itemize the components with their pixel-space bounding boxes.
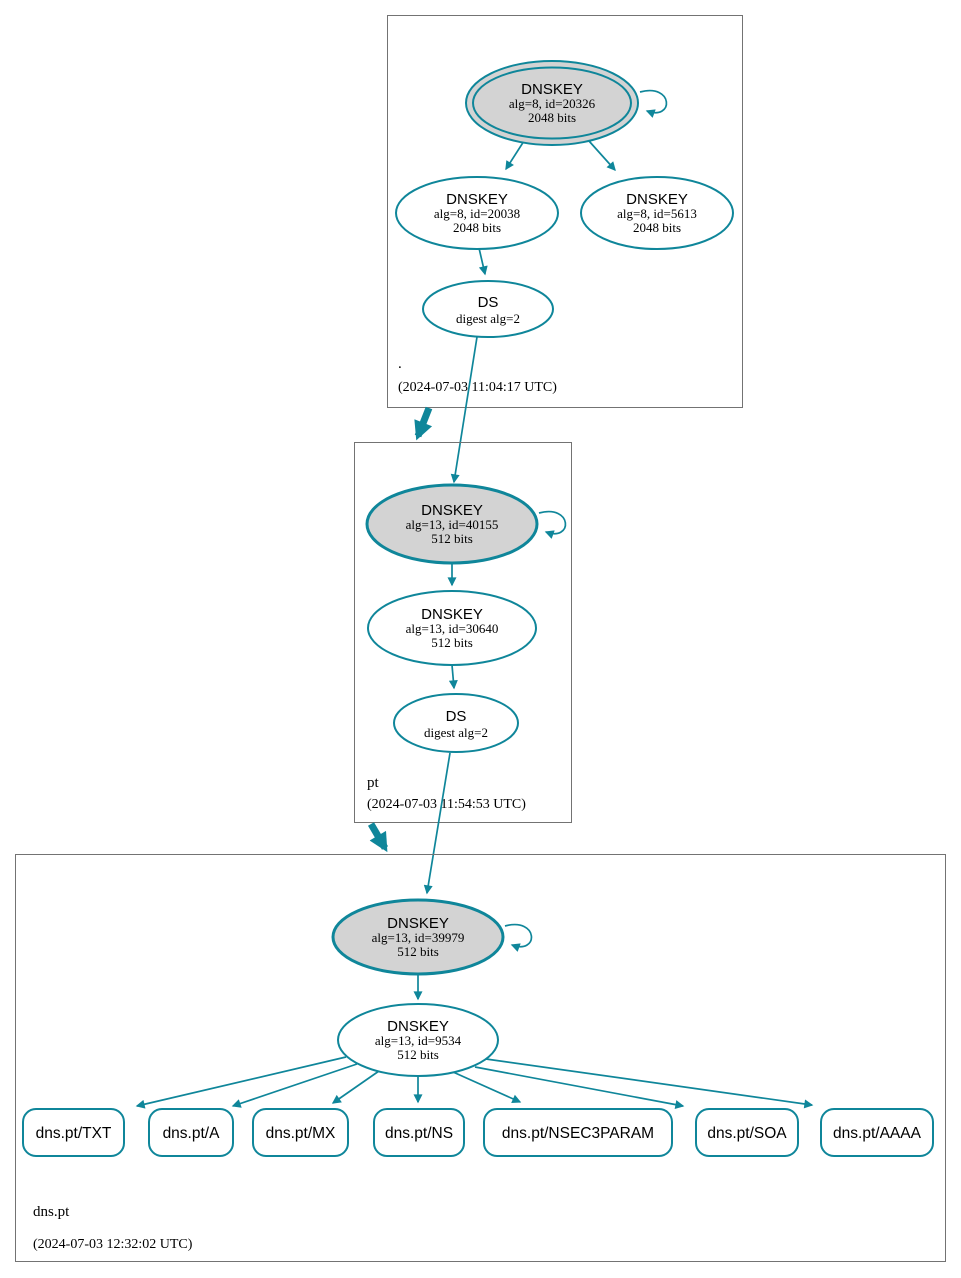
rrset-dnspt-a-box[interactable] — [148, 1108, 234, 1157]
zone-dnspt-label: dns.pt — [33, 1204, 70, 1220]
node-dnspt-ksk-type: DNSKEY — [387, 915, 449, 932]
zone-root-label: . — [398, 356, 402, 372]
edge-root-ds-to-pt-ksk — [450, 336, 478, 484]
node-root-ksk-alg: alg=8, id=20326 — [509, 96, 596, 111]
rrset-dnspt-soa-box[interactable] — [695, 1108, 799, 1157]
rrset-dnspt-a-label: dns.pt/A — [163, 1125, 221, 1142]
node-dnspt-zsk-alg: alg=13, id=9534 — [375, 1033, 462, 1048]
node-dnspt-zsk-bits: 512 bits — [397, 1047, 439, 1062]
node-root-ds-ellipse[interactable] — [422, 280, 554, 338]
edge-pt-ksk-selfloop — [538, 510, 567, 539]
node-pt-ksk-type: DNSKEY — [421, 502, 483, 519]
node-pt-ksk-dnskey-40155[interactable]: DNSKEY alg=13, id=40155 512 bits — [365, 483, 539, 565]
rrset-dnspt-mx-box[interactable] — [252, 1108, 349, 1157]
zone-pt-box — [354, 442, 572, 823]
edge-pt-ds-to-dnspt-ksk — [423, 752, 451, 895]
rrset-dnspt-mx[interactable]: dns.pt/MX — [252, 1108, 349, 1157]
node-root-ds-digest: digest alg=2 — [456, 311, 520, 326]
node-pt-ds-type: DS — [446, 708, 467, 725]
rrset-dnspt-nsec3param-box[interactable] — [483, 1108, 673, 1157]
rrset-dnspt-nsec3param-label: dns.pt/NSEC3PARAM — [502, 1125, 654, 1142]
edge-root-zsk-to-ds — [478, 247, 488, 276]
edge-dnspt-zsk-to-txt — [135, 1056, 347, 1109]
node-root-zsk2-bits: 2048 bits — [633, 220, 681, 235]
node-pt-zsk-type: DNSKEY — [421, 606, 483, 623]
rrset-dnspt-txt[interactable]: dns.pt/TXT — [22, 1108, 125, 1157]
node-root-zsk-dnskey-20038[interactable]: DNSKEY alg=8, id=20038 2048 bits — [395, 176, 559, 250]
rrset-dnspt-mx-label: dns.pt/MX — [266, 1125, 336, 1142]
edge-dnspt-zsk-to-soa — [474, 1066, 685, 1110]
node-root-ds[interactable]: DS digest alg=2 — [422, 280, 554, 338]
edge-delegation-pt-to-dnspt — [367, 822, 389, 853]
node-pt-ksk-bits: 512 bits — [431, 531, 473, 546]
node-root-ksk-outer-ellipse[interactable] — [465, 60, 639, 146]
edge-root-ksk-to-zsk — [505, 140, 525, 171]
node-dnspt-zsk-ellipse[interactable] — [337, 1003, 499, 1077]
node-dnspt-ksk-ellipse[interactable] — [331, 898, 505, 976]
edge-dnspt-zsk-to-aaaa — [485, 1058, 814, 1109]
edge-delegation-root-to-pt — [414, 406, 433, 441]
edge-dnspt-zsk-to-nsec3param — [452, 1071, 522, 1103]
node-pt-zsk-bits: 512 bits — [431, 635, 473, 650]
rrset-dnspt-txt-label: dns.pt/TXT — [36, 1125, 112, 1142]
node-root-zsk-bits: 2048 bits — [453, 220, 501, 235]
node-pt-ksk-alg: alg=13, id=40155 — [406, 517, 499, 532]
node-pt-ds-ellipse[interactable] — [393, 693, 519, 753]
node-pt-zsk-ellipse[interactable] — [367, 590, 537, 666]
node-pt-ds-digest: digest alg=2 — [424, 725, 488, 740]
zone-root-timestamp: (2024-07-03 11:04:17 UTC) — [398, 380, 557, 395]
node-root-zsk2-ellipse[interactable] — [580, 176, 734, 250]
node-root-zsk-type: DNSKEY — [446, 191, 508, 208]
node-root-ksk-inner-ellipse — [472, 66, 632, 140]
node-root-zsk2-dnskey-5613[interactable]: DNSKEY alg=8, id=5613 2048 bits — [580, 176, 734, 250]
zone-pt-label: pt — [367, 775, 380, 791]
rrset-dnspt-txt-box[interactable] — [22, 1108, 125, 1157]
node-root-ksk-bits: 2048 bits — [528, 110, 576, 125]
node-root-zsk-ellipse[interactable] — [395, 176, 559, 250]
edge-pt-zsk-to-ds — [448, 664, 458, 690]
node-root-zsk2-alg: alg=8, id=5613 — [617, 206, 697, 221]
edge-root-ksk-to-zsk2 — [588, 140, 616, 172]
node-dnspt-zsk-type: DNSKEY — [387, 1018, 449, 1035]
rrset-dnspt-soa-label: dns.pt/SOA — [707, 1125, 787, 1142]
node-dnspt-ksk-alg: alg=13, id=39979 — [372, 930, 465, 945]
node-dnspt-zsk-dnskey-9534[interactable]: DNSKEY alg=13, id=9534 512 bits — [337, 1003, 499, 1077]
node-root-zsk2-type: DNSKEY — [626, 191, 688, 208]
rrset-dnspt-aaaa-box[interactable] — [820, 1108, 934, 1157]
rrset-dnspt-ns[interactable]: dns.pt/NS — [373, 1108, 465, 1157]
node-pt-zsk-alg: alg=13, id=30640 — [406, 621, 499, 636]
zone-root: . (2024-07-03 11:04:17 UTC) DNSKEY alg=8… — [387, 15, 743, 408]
rrset-dnspt-ns-box[interactable] — [373, 1108, 465, 1157]
node-pt-ksk-ellipse[interactable] — [365, 483, 539, 565]
zone-dnspt-box — [15, 854, 946, 1262]
node-pt-zsk-dnskey-30640[interactable]: DNSKEY alg=13, id=30640 512 bits — [367, 590, 537, 666]
rrset-dnspt-a[interactable]: dns.pt/A — [148, 1108, 234, 1157]
zone-pt: pt (2024-07-03 11:54:53 UTC) DNSKEY alg=… — [354, 442, 572, 823]
rrset-dnspt-aaaa[interactable]: dns.pt/AAAA — [820, 1108, 934, 1157]
node-pt-ds[interactable]: DS digest alg=2 — [393, 693, 519, 753]
rrset-dnspt-ns-label: dns.pt/NS — [385, 1125, 453, 1142]
node-root-zsk-alg: alg=8, id=20038 — [434, 206, 520, 221]
zone-dnspt: dns.pt (2024-07-03 12:32:02 UTC) DNSKEY … — [15, 854, 946, 1262]
edge-root-ksk-selfloop — [639, 89, 668, 118]
edge-dnspt-zsk-to-a — [231, 1063, 358, 1108]
zone-root-box — [387, 15, 743, 408]
node-dnspt-ksk-dnskey-39979[interactable]: DNSKEY alg=13, id=39979 512 bits — [331, 898, 505, 976]
node-root-ds-type: DS — [478, 294, 499, 311]
zone-dnspt-timestamp: (2024-07-03 12:32:02 UTC) — [33, 1237, 193, 1252]
node-dnspt-ksk-bits: 512 bits — [397, 944, 439, 959]
zone-pt-timestamp: (2024-07-03 11:54:53 UTC) — [367, 797, 526, 812]
edge-dnspt-ksk-selfloop — [504, 923, 533, 952]
node-root-ksk-dnskey-20326[interactable]: DNSKEY alg=8, id=20326 2048 bits — [465, 60, 639, 146]
rrset-dnspt-soa[interactable]: dns.pt/SOA — [695, 1108, 799, 1157]
rrset-dnspt-aaaa-label: dns.pt/AAAA — [833, 1125, 922, 1142]
rrset-dnspt-nsec3param[interactable]: dns.pt/NSEC3PARAM — [483, 1108, 673, 1157]
edge-dnspt-zsk-to-mx — [331, 1070, 380, 1104]
node-root-ksk-type: DNSKEY — [521, 81, 583, 98]
